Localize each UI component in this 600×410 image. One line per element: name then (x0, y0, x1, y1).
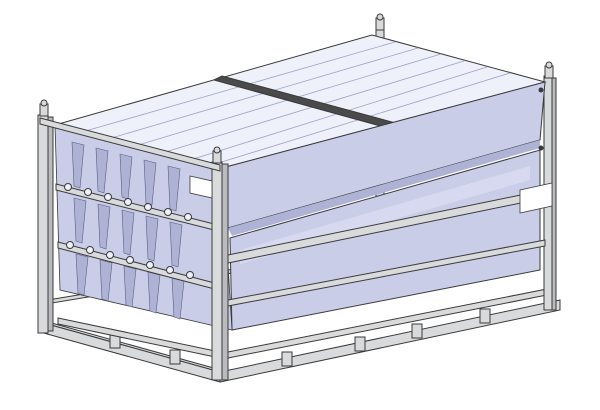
post-bolts (538, 87, 544, 151)
base-skid-4 (354, 336, 366, 352)
front-posts (37, 114, 229, 381)
base-skid-3 (281, 351, 293, 367)
front-left-post (37, 114, 49, 334)
front-pleats (71, 141, 185, 320)
top-rail-front (39, 117, 221, 172)
front-right-post (211, 161, 223, 381)
base-skid-5 (411, 323, 423, 339)
id-tags (189, 175, 553, 214)
bar-pegs-lower (66, 241, 194, 279)
base-skid-2 (169, 349, 181, 365)
base-skid-6 (479, 308, 491, 324)
lid-strap (212, 75, 394, 128)
corner-post-pin-icon (212, 146, 222, 164)
front-right-post-shadow (221, 163, 229, 381)
support-bars (55, 183, 546, 307)
corner-post-pin-icon (375, 13, 385, 31)
corner-pins (39, 13, 554, 164)
corner-post-pin-icon (544, 61, 554, 79)
bar-pegs-upper (64, 183, 192, 221)
id-tag-icon (519, 182, 553, 214)
id-tag-icon (189, 175, 213, 199)
corner-post-pin-icon (39, 99, 49, 117)
rear-right-post-shadow (551, 77, 557, 311)
fabric-upper-fold (228, 140, 540, 236)
front-left-post-shadow (47, 116, 54, 332)
